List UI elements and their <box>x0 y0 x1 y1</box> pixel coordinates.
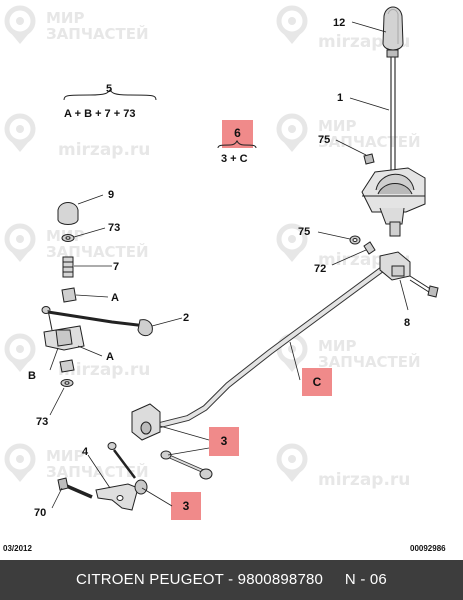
diagram-date: 03/2012 <box>3 544 32 553</box>
pin-icon <box>4 223 36 262</box>
pin-icon <box>4 333 36 372</box>
watermark-logo-6 <box>272 222 312 266</box>
callout-4: 4 <box>82 446 89 458</box>
highlight-box-c <box>302 368 332 396</box>
callout-8: 8 <box>404 317 410 329</box>
diagram-reference: 00092986 <box>410 544 446 553</box>
gear-lever-rod[interactable] <box>390 57 396 170</box>
highlight-box-6 <box>222 120 253 148</box>
spring-7[interactable] <box>62 256 74 278</box>
part-number-footer: CITROEN PEUGEOT - 9800898780 N - 06 <box>0 560 463 600</box>
callout-c: C <box>312 375 322 389</box>
callout-75-lower: 75 <box>298 226 310 238</box>
exploded-parts-diagram: 12 1 75 75 72 8 9 73 7 A 2 A B 73 4 70 5… <box>28 6 439 519</box>
washer-73-upper[interactable] <box>61 234 75 242</box>
callout-73-lower: 73 <box>36 416 48 428</box>
callout-7: 7 <box>113 261 119 273</box>
callout-72: 72 <box>314 263 326 275</box>
bush-72[interactable] <box>363 241 376 255</box>
callout-75-upper: 75 <box>318 134 330 146</box>
watermark-logo-4 <box>272 112 312 156</box>
gear-lever-housing[interactable] <box>361 167 426 237</box>
callout-3-lower: 3 <box>182 499 190 513</box>
brace-6 <box>217 139 257 149</box>
callout-a-upper: A <box>111 292 119 304</box>
callout-12: 12 <box>333 17 345 29</box>
watermark-logo-5 <box>0 222 40 266</box>
pin-icon <box>4 5 36 44</box>
pin-icon <box>4 443 36 482</box>
pin-icon <box>276 443 308 482</box>
formula-6-expression: 3 + C <box>221 153 248 165</box>
cap-9[interactable] <box>57 202 79 225</box>
washer-75-lower[interactable] <box>349 235 361 245</box>
callout-1: 1 <box>337 92 343 104</box>
gear-knob[interactable] <box>382 6 404 58</box>
pin-icon <box>276 113 308 152</box>
callout-3-upper: 3 <box>220 434 228 448</box>
watermark-logo-9 <box>0 442 40 486</box>
selector-lever-2[interactable] <box>41 306 153 351</box>
formula-6-number: 6 <box>234 126 241 140</box>
formula-5-number: 5 <box>106 83 112 95</box>
watermark-logo-2 <box>272 4 312 48</box>
callout-b: B <box>28 370 36 382</box>
watermark-logo-1 <box>0 4 40 48</box>
watermark-text-10: mirzap.ru <box>318 470 411 490</box>
pin-icon <box>276 5 308 44</box>
pin-icon <box>276 223 308 262</box>
bush-a-upper[interactable] <box>61 287 77 303</box>
callout-73-upper: 73 <box>108 222 120 234</box>
link-rod-3-upper[interactable] <box>160 450 213 480</box>
callout-9: 9 <box>108 189 114 201</box>
watermark-logo-7 <box>0 332 40 376</box>
watermark-text-3: mirzap.ru <box>58 140 151 160</box>
screw-70[interactable] <box>57 477 93 499</box>
callout-2: 2 <box>183 312 189 324</box>
bolt-8[interactable] <box>409 275 439 298</box>
watermark-text-7: mirzap.ru <box>58 360 151 380</box>
highlight-box-3b <box>171 492 201 520</box>
shift-rod-c[interactable] <box>131 251 411 441</box>
pin-icon <box>4 113 36 152</box>
watermark-logo-3 <box>0 112 40 156</box>
formula-5-expression: A + B + 7 + 73 <box>64 108 135 120</box>
footer-text: CITROEN PEUGEOT - 9800898780 N - 06 <box>76 571 387 588</box>
brace-5 <box>63 89 157 101</box>
highlight-box-3a <box>209 427 239 456</box>
washer-73-lower[interactable] <box>60 379 74 387</box>
callout-a-lower: A <box>106 351 114 363</box>
leader-lines <box>49 21 409 509</box>
callout-70: 70 <box>34 507 46 519</box>
watermark-logo-10 <box>272 442 312 486</box>
lever-assembly-4[interactable] <box>95 442 148 511</box>
bush-a-lower[interactable] <box>59 359 75 373</box>
nut-75-upper[interactable] <box>363 153 375 165</box>
